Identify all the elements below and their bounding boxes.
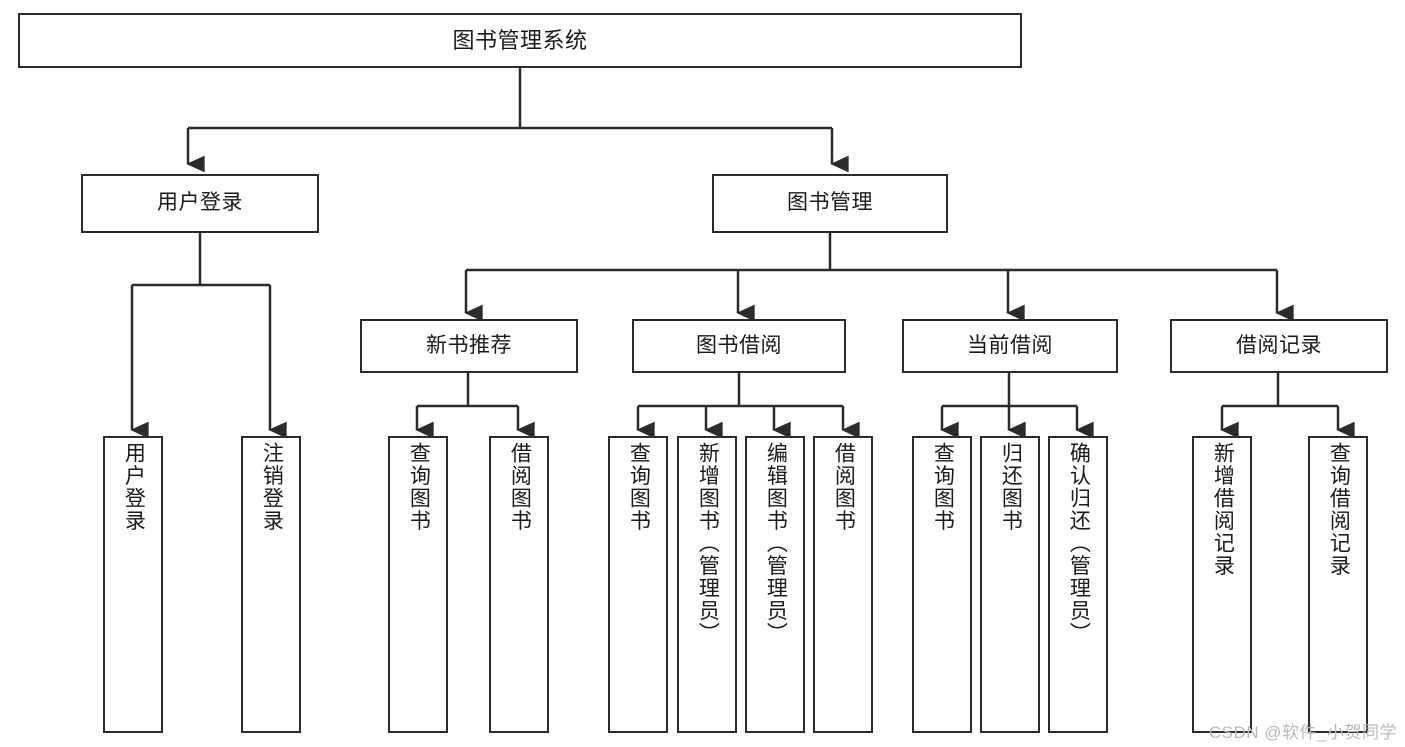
node-leaf-borrow-book[interactable]: 借阅图书: [813, 436, 873, 733]
node-leaf-add-borrow-record-label: 新增借阅记录: [1211, 442, 1235, 577]
node-leaf-query-borrow-record[interactable]: 查询借阅记录: [1308, 436, 1368, 733]
node-leaf-query-book-borrow[interactable]: 查询图书: [608, 436, 668, 733]
node-leaf-logout[interactable]: 注销登录: [241, 436, 301, 733]
node-root-label: 图书管理系统: [452, 27, 588, 53]
node-new-book-recommend-label: 新书推荐: [426, 333, 512, 357]
node-new-book-recommend[interactable]: 新书推荐: [360, 319, 578, 373]
node-root[interactable]: 图书管理系统: [18, 13, 1022, 68]
node-leaf-user-login[interactable]: 用户登录: [103, 436, 163, 733]
node-leaf-query-book-recommend-label: 查询图书: [407, 442, 431, 532]
node-user-login-label: 用户登录: [157, 191, 243, 215]
node-leaf-borrow-book-recommend[interactable]: 借阅图书: [489, 436, 549, 733]
node-leaf-borrow-book-label: 借阅图书: [832, 442, 856, 532]
node-book-manage[interactable]: 图书管理: [712, 174, 948, 233]
node-borrow-record-label: 借阅记录: [1236, 333, 1322, 357]
node-leaf-confirm-return-label: 确认归还（管理员）: [1067, 442, 1091, 645]
node-leaf-query-borrow-record-label: 查询借阅记录: [1327, 442, 1351, 577]
node-leaf-confirm-return[interactable]: 确认归还（管理员）: [1048, 436, 1108, 733]
node-leaf-edit-book-label: 编辑图书（管理员）: [764, 442, 788, 645]
node-leaf-edit-book[interactable]: 编辑图书（管理员）: [745, 436, 805, 733]
node-user-login[interactable]: 用户登录: [81, 174, 319, 233]
csdn-watermark: CSDN @软件_小贺同学: [1208, 723, 1397, 742]
node-leaf-return-book[interactable]: 归还图书: [980, 436, 1040, 733]
node-leaf-user-login-label: 用户登录: [122, 442, 146, 532]
node-leaf-return-book-label: 归还图书: [999, 442, 1023, 532]
node-current-borrow-label: 当前借阅: [967, 333, 1053, 357]
node-leaf-logout-label: 注销登录: [260, 442, 284, 532]
node-book-borrow[interactable]: 图书借阅: [632, 319, 846, 373]
node-current-borrow[interactable]: 当前借阅: [902, 319, 1118, 373]
node-leaf-query-book-current[interactable]: 查询图书: [912, 436, 972, 733]
node-leaf-add-borrow-record[interactable]: 新增借阅记录: [1192, 436, 1252, 733]
node-book-manage-label: 图书管理: [787, 191, 873, 215]
node-borrow-record[interactable]: 借阅记录: [1170, 319, 1388, 373]
node-book-borrow-label: 图书借阅: [696, 333, 782, 357]
node-leaf-add-book[interactable]: 新增图书（管理员）: [677, 436, 737, 733]
node-leaf-query-book-recommend[interactable]: 查询图书: [388, 436, 448, 733]
node-leaf-add-book-label: 新增图书（管理员）: [696, 442, 720, 645]
node-leaf-query-book-borrow-label: 查询图书: [627, 442, 651, 532]
node-leaf-query-book-current-label: 查询图书: [931, 442, 955, 532]
node-leaf-borrow-book-recommend-label: 借阅图书: [508, 442, 532, 532]
